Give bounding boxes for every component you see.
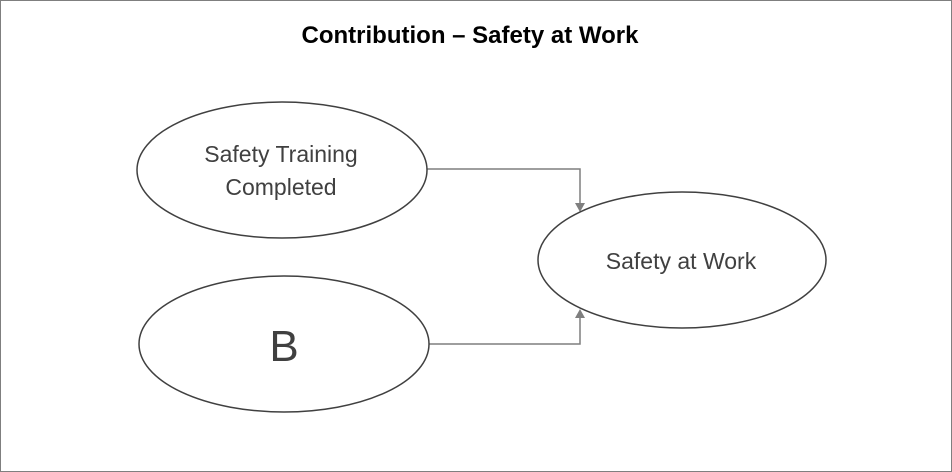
node-training-label-line1: Safety Training [204,141,357,167]
connector-training-to-safety [427,168,581,208]
node-safety-training-completed [136,101,428,239]
connector-b-to-safety [429,314,581,345]
node-training-label-line2: Completed [225,174,336,200]
node-safety-label: Safety at Work [606,248,757,274]
arrowhead-training-to-safety [575,203,585,212]
node-safety-at-work [537,191,827,329]
diagram-title: Contribution – Safety at Work [301,22,639,49]
node-b-label: B [269,322,298,371]
node-b [138,275,430,413]
arrowhead-b-to-safety [575,309,585,318]
